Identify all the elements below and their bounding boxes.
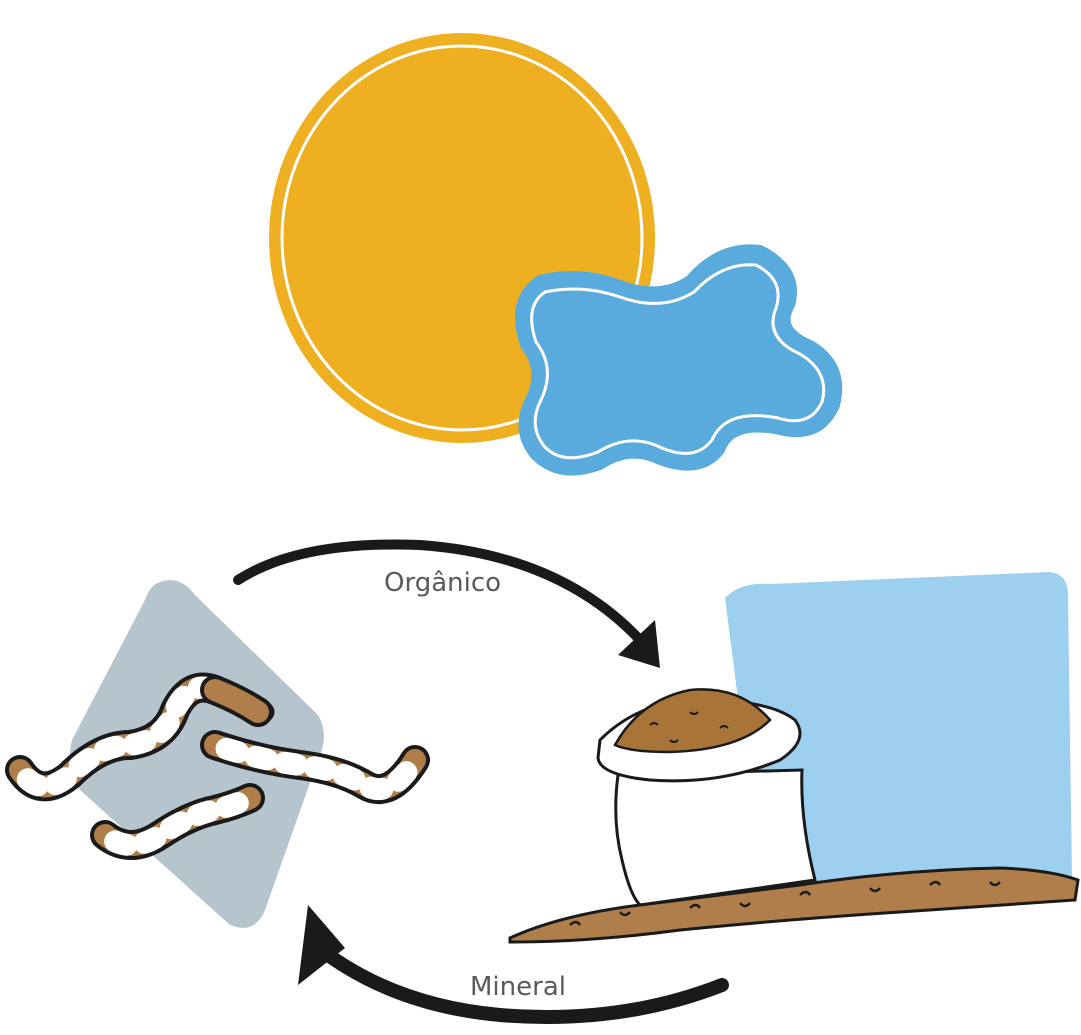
- fertilizer-sack-icon: [598, 689, 815, 905]
- organic-arrow: [238, 544, 660, 668]
- mineral-label: Mineral: [470, 972, 566, 1002]
- blue-blob-icon: [520, 249, 837, 470]
- organic-label: Orgânico: [384, 568, 501, 598]
